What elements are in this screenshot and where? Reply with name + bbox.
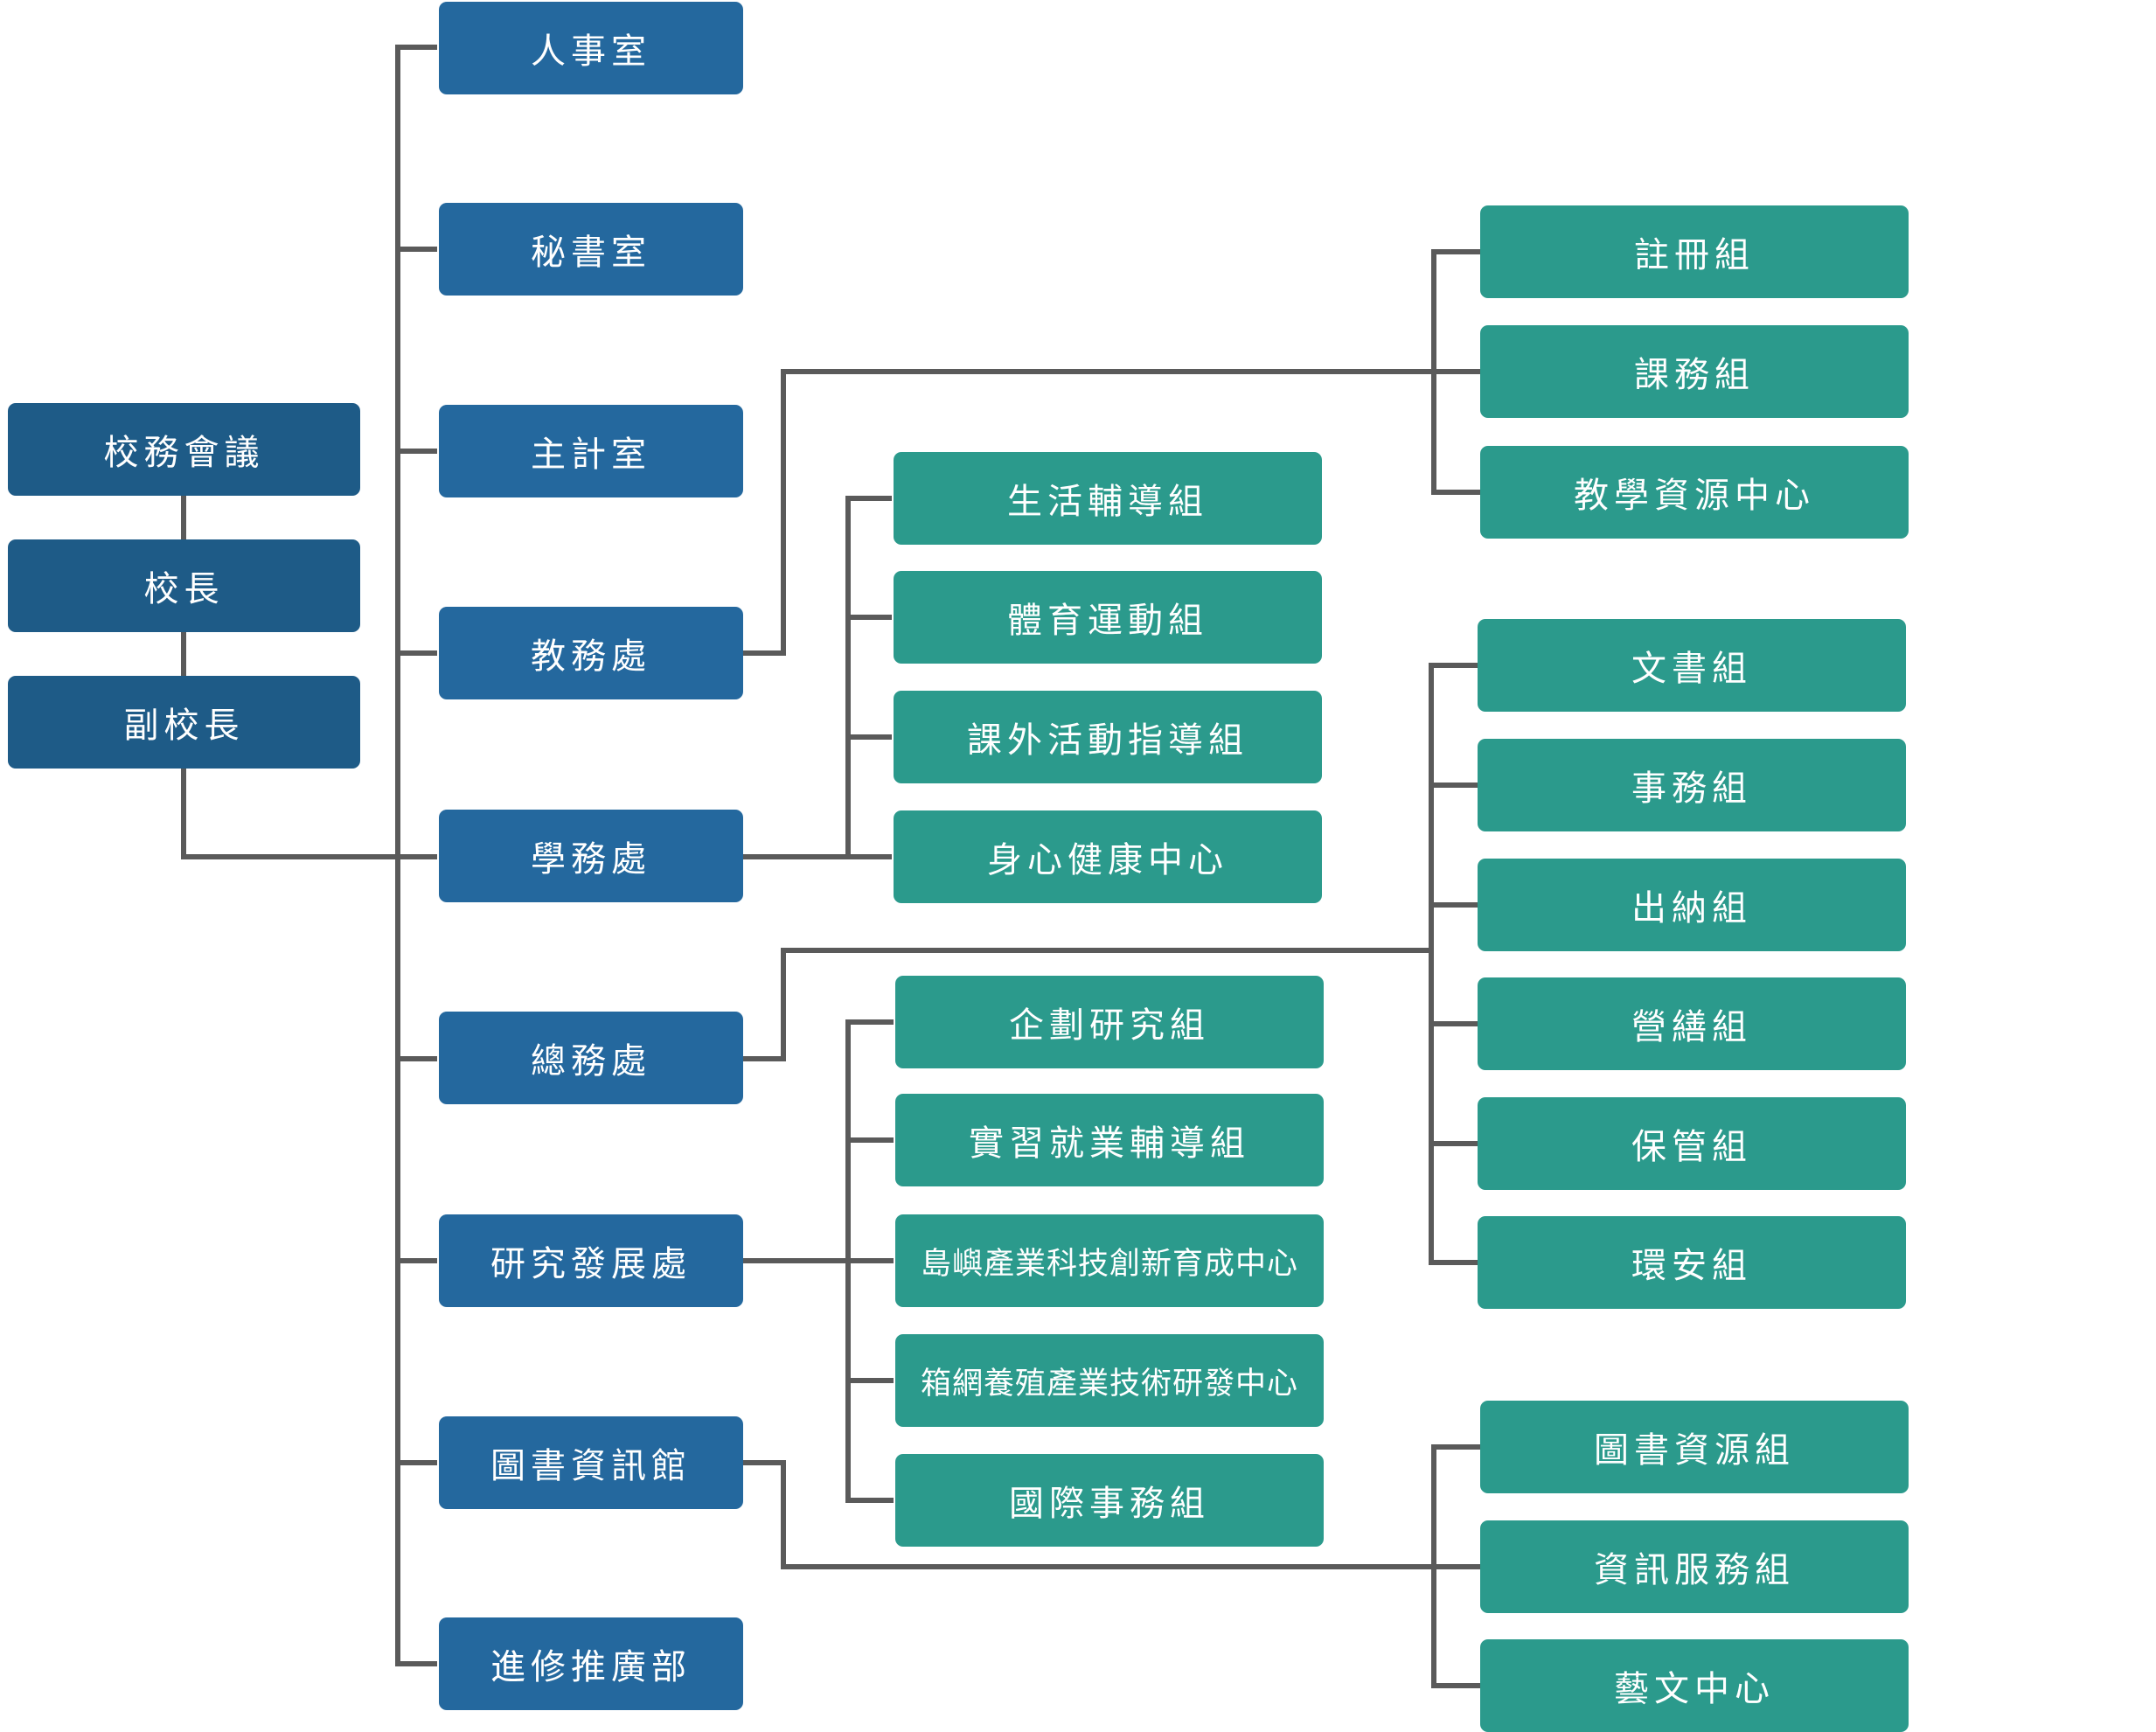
group-label: 教學資源中心 [1574,476,1815,516]
school-council-box: 校務會議 [8,403,360,496]
vice-president-box: 副校長 [8,676,360,769]
president-label: 校長 [143,569,225,609]
group-library-resources: 圖書資源組 [1480,1401,1909,1493]
school-council-label: 校務會議 [103,433,265,473]
group-label: 文書組 [1631,649,1752,689]
unit-label: 進修推廣部 [490,1647,692,1687]
group-label: 國際事務組 [1009,1484,1210,1524]
group-label: 註冊組 [1634,235,1755,275]
unit-student-affairs: 學務處 [439,810,743,902]
group-label: 島嶼產業科技創新育成中心 [920,1246,1298,1282]
group-information-services: 資訊服務組 [1480,1520,1909,1613]
unit-extension-education: 進修推廣部 [439,1617,743,1710]
group-international-affairs: 國際事務組 [895,1454,1324,1547]
unit-label: 學務處 [531,839,651,880]
group-label: 課外活動指導組 [967,720,1248,761]
unit-label: 人事室 [531,31,651,72]
group-label: 藝文中心 [1614,1669,1775,1709]
group-registration: 註冊組 [1480,205,1909,298]
group-label: 營繕組 [1631,1007,1752,1047]
unit-label: 總務處 [531,1041,651,1082]
group-health-center: 身心健康中心 [894,810,1322,903]
group-life-guidance: 生活輔導組 [894,452,1322,545]
unit-label: 研究發展處 [490,1244,692,1284]
unit-label: 教務處 [531,636,651,677]
group-environment-safety: 環安組 [1478,1216,1906,1309]
group-documents: 文書組 [1478,619,1906,712]
group-label: 資訊服務組 [1594,1550,1795,1590]
group-label: 身心健康中心 [987,840,1228,880]
group-planning-research: 企劃研究組 [895,976,1324,1068]
unit-library-information: 圖書資訊館 [439,1416,743,1509]
group-teaching-resource-center: 教學資源中心 [1480,446,1909,539]
group-label: 實習就業輔導組 [969,1123,1250,1164]
group-custody: 保管組 [1478,1097,1906,1190]
group-label: 事務組 [1631,769,1752,809]
group-arts-center: 藝文中心 [1480,1639,1909,1732]
group-label: 圖書資源組 [1594,1430,1795,1471]
group-label: 箱網養殖產業技術研發中心 [920,1366,1298,1402]
group-construction: 營繕組 [1478,977,1906,1070]
group-label: 保管組 [1631,1127,1752,1167]
unit-research-development: 研究發展處 [439,1214,743,1307]
group-label: 出納組 [1631,888,1752,929]
unit-general-affairs: 總務處 [439,1012,743,1104]
vice-president-label: 副校長 [123,706,245,746]
unit-label: 圖書資訊館 [490,1446,692,1486]
unit-academic-affairs: 教務處 [439,607,743,699]
group-label: 環安組 [1631,1246,1752,1286]
group-label: 課務組 [1634,355,1755,395]
group-curriculum: 課務組 [1480,325,1909,418]
unit-label: 主計室 [531,435,651,475]
group-affairs: 事務組 [1478,739,1906,831]
group-incubation-center: 島嶼產業科技創新育成中心 [895,1214,1324,1307]
group-label: 企劃研究組 [1009,1005,1210,1046]
group-cage-aquaculture-center: 箱網養殖產業技術研發中心 [895,1334,1324,1427]
group-internship-career: 實習就業輔導組 [895,1094,1324,1186]
president-box: 校長 [8,539,360,632]
group-label: 體育運動組 [1007,601,1208,641]
group-sports: 體育運動組 [894,571,1322,664]
group-extracurricular: 課外活動指導組 [894,691,1322,783]
group-cashier: 出納組 [1478,859,1906,951]
unit-personnel-office: 人事室 [439,2,743,94]
group-label: 生活輔導組 [1007,482,1208,522]
unit-label: 秘書室 [531,233,651,273]
unit-accounting-office: 主計室 [439,405,743,497]
unit-secretariat: 秘書室 [439,203,743,296]
